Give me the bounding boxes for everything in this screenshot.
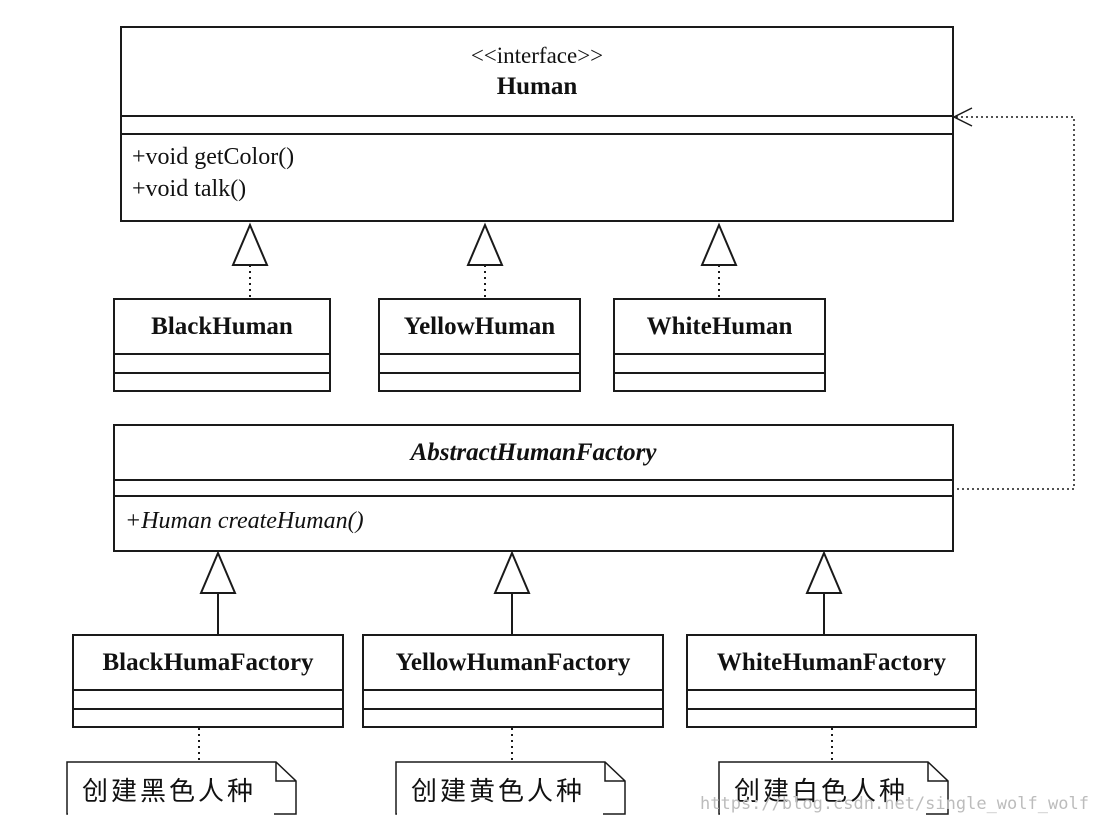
generalization-arrowhead-yellow-factory [493, 550, 531, 594]
white-human-class[interactable]: WhiteHuman [613, 298, 826, 392]
attributes-compartment [364, 691, 662, 710]
interface-stereotype: <<interface>> [470, 42, 604, 68]
realization-arrowhead-white-human [700, 222, 738, 266]
note-yellow-factory: 创建黄色人种 [397, 763, 603, 815]
dependency-arrowhead [952, 107, 973, 127]
attributes-compartment [688, 691, 975, 710]
human-attributes-compartment [122, 117, 952, 135]
human-operations-compartment: +void getColor() +void talk() [122, 135, 952, 205]
white-human-factory-class[interactable]: WhiteHumanFactory [686, 634, 977, 728]
human-interface-class[interactable]: <<interface>> Human +void getColor() +vo… [120, 26, 954, 222]
black-human-class[interactable]: BlackHuman [113, 298, 331, 392]
note-white-factory: 创建白色人种 [720, 763, 926, 815]
abstract-factory-operations-compartment: +Human createHuman() [115, 497, 952, 537]
yellow-human-class[interactable]: YellowHuman [378, 298, 581, 392]
class-name: YellowHumanFactory [364, 636, 662, 691]
class-name: WhiteHumanFactory [688, 636, 975, 691]
realization-arrowhead-yellow-human [466, 222, 504, 266]
abstract-factory-attributes-compartment [115, 481, 952, 497]
abstract-factory-class-name: AbstractHumanFactory [115, 426, 952, 481]
attributes-compartment [74, 691, 342, 710]
operation-create-human: +Human createHuman() [125, 508, 364, 534]
note-black-factory: 创建黑色人种 [68, 763, 274, 815]
human-class-name: Human [496, 72, 578, 100]
class-name: WhiteHuman [615, 300, 824, 355]
operation-talk: +void talk() [132, 176, 247, 202]
class-name: YellowHuman [380, 300, 579, 355]
realization-arrowhead-black-human [231, 222, 269, 266]
attributes-compartment [115, 355, 329, 374]
yellow-human-factory-class[interactable]: YellowHumanFactory [362, 634, 664, 728]
attributes-compartment [615, 355, 824, 374]
generalization-arrowhead-black-factory [199, 550, 237, 594]
operation-get-color: +void getColor() [132, 144, 295, 170]
watermark-url: https://blog.csdn.net/single_wolf_wolf [700, 794, 1089, 814]
class-name: BlackHuman [115, 300, 329, 355]
dependency-line-factory-human [952, 116, 1075, 490]
abstract-human-factory-class[interactable]: AbstractHumanFactory +Human createHuman(… [113, 424, 954, 552]
generalization-arrowhead-white-factory [805, 550, 843, 594]
class-name: BlackHumaFactory [74, 636, 342, 691]
attributes-compartment [380, 355, 579, 374]
human-class-header: <<interface>> Human [122, 28, 952, 117]
black-huma-factory-class[interactable]: BlackHumaFactory [72, 634, 344, 728]
